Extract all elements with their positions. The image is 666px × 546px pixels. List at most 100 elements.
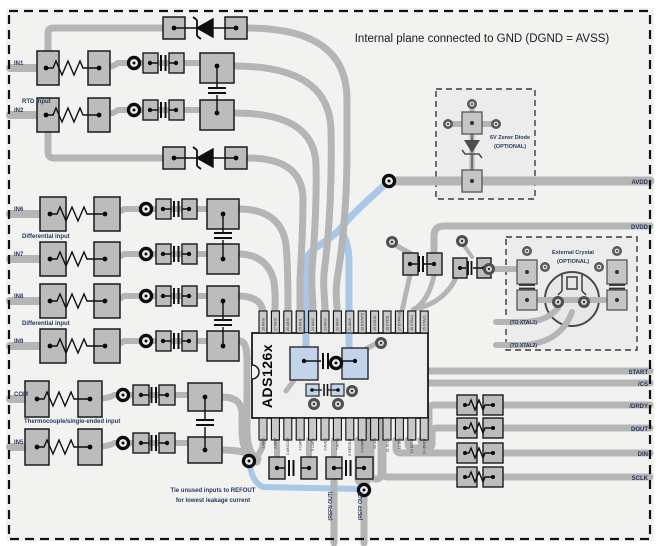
via-icon [115,435,131,451]
via-icon [540,262,550,272]
rail-label-din: DIN [638,452,648,458]
chip-pin [394,310,404,334]
via-icon [443,119,453,129]
right-rail-labels: AVDD DVDD START /CS /DRDY DOUT DIN SCLK [628,180,648,482]
chip-pin [258,417,268,441]
chip-pin [370,417,380,441]
crystal-symbol-icon [557,275,587,296]
input-label-in6: IN6 [14,207,24,213]
chip-pin-label: 16 XTAL2 [410,315,414,331]
via-icon [126,55,142,71]
zener-box-labels: 6V Zener Diode (OPTIONAL) [490,135,530,150]
via-icon [138,246,154,262]
chip-pin-label: 8 REFOUT [348,437,352,456]
via-icon [578,296,590,308]
chip-pin [320,417,330,441]
rail-label-drdy: /DRDY [629,404,648,410]
input-label-in1: IN1 [14,61,24,67]
chip-pin [382,417,392,441]
chip-pin1-notch [251,364,260,380]
crystal-box-labels: External Crystal (OPTIONAL) (TO XTAL1) (… [510,250,594,349]
chip-pin-label: 5 CAPN [311,438,315,451]
chip-pin-label: 23 AIN3 [323,318,327,331]
chip-pin-label: 28 AIN8 [261,318,265,331]
chip-pin [258,310,268,334]
chip-pin-label: 26 AIN0 [286,318,290,331]
chip-pin [270,417,280,441]
chip-pin [419,417,429,441]
chip-pin [407,417,417,441]
chip-top-pins: 28 AIN8 27 AIN9 26 AIN0 25 AIN1 24 AIN2 23 AI… [258,310,429,334]
chip-pin-label: 24 AIN2 [311,318,315,331]
bottom-note: Tie unused inputs to REFOUT for lowest l… [171,488,256,504]
chip-pin-label: 2 AIN7 [274,438,278,449]
chip-pin-label: 12 DIN [398,438,402,450]
via-icon [594,262,604,272]
input-label-in2: IN2 [14,108,24,114]
chip-pin-label: 27 AIN9 [274,318,278,331]
note-line1: Tie unused inputs to REFOUT [171,488,256,494]
to-xtal1-label: (TO XTAL1) [510,320,537,326]
chip-pin [357,310,367,334]
chip-pin-label: 13 DOUT [410,437,414,453]
via-icon [115,387,131,403]
input-group-label-diff2: Differential input [22,321,70,327]
via-icon [332,398,344,410]
via-icon [328,355,344,371]
chip-pin-label: 20 RST/PD [361,312,365,331]
chip-pin [320,310,330,334]
via-icon [491,119,501,129]
input-label-in9: IN9 [14,339,24,345]
crystal-label-line2: (OPTIONAL) [557,259,589,265]
chip-pin [345,417,355,441]
chip-pin-label: 19 DGND [373,315,377,331]
figure-title: Internal plane connected to GND (DGND = … [355,33,610,45]
chip-pin [394,417,404,441]
chip-pin-label: 25 AIN1 [299,318,303,331]
chip-pin [407,310,417,334]
zener-diode-icon [464,140,480,153]
chip-pin [270,310,280,334]
chip-pin-label: 14 /DRDY [423,437,427,454]
refp-out-label: (REFP OUT) [358,491,364,520]
chip-pin-label: 21 AIN5 [348,318,352,331]
chip-pin [382,310,392,334]
via-icon [241,453,257,469]
left-input-labels: IN1 RTD input IN2 IN6 Differential input… [14,61,120,446]
zener-label-line2: (OPTIONAL) [494,144,526,150]
via-icon [552,296,564,308]
chip-pin-label: 15 XTAL1 [423,315,427,331]
board-outline [7,9,652,541]
chip-pin-label: 9 START [361,437,365,452]
zener-diode-circuit [443,99,501,193]
crystal-label-line1: External Crystal [552,250,594,256]
chip-pin [357,417,367,441]
via-icon [138,201,154,217]
chip-pin [295,310,305,334]
via-icon [483,263,495,275]
chip-pin [283,310,293,334]
note-line2: for lowest leakage current [176,498,250,504]
chip-label: ADS126x [259,344,275,408]
bypass-cap-pad-right [341,347,369,380]
via-icon [467,99,477,109]
chip-pin-label: 11 SCLK [385,437,389,452]
via-icon [138,288,154,304]
via-icon [126,102,142,118]
refn-out-label: (REFN OUT) [328,491,334,520]
chip-pin [283,417,293,441]
chip-pin [308,417,318,441]
via-icon [386,236,398,248]
external-crystal-circuit [493,246,628,348]
chip-pin [295,417,305,441]
rail-label-cs: /CS [638,382,648,388]
chip-pin-label: 3 AINCOM [286,438,290,455]
to-xtal2-label: (TO XTAL2) [510,343,537,349]
via-icon [346,385,358,397]
chip-pin-label: 7 AVSS [336,437,340,450]
schematic-overlays [37,16,493,484]
input-label-in5: IN5 [14,440,24,446]
input-label-in7: IN7 [14,252,24,258]
